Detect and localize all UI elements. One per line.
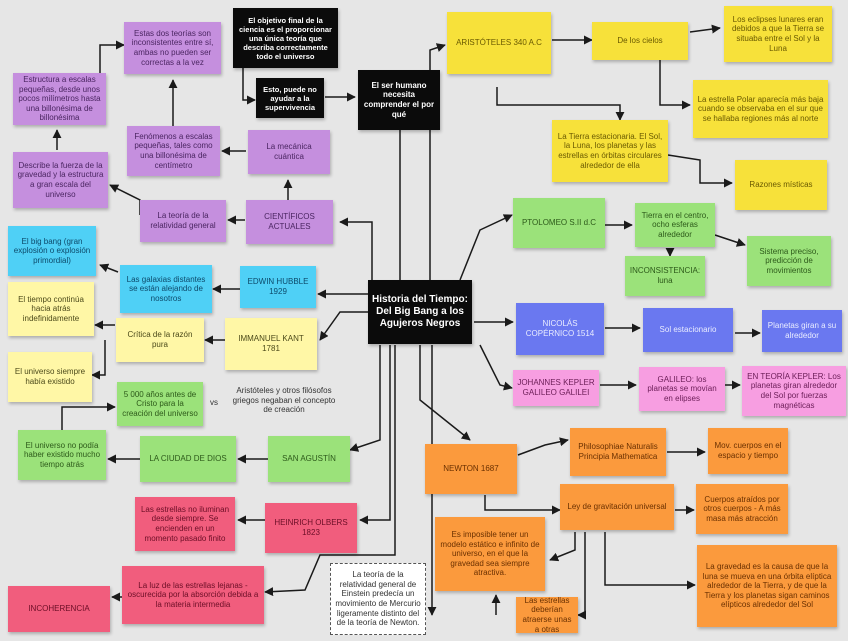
- note-kant[interactable]: IMMANUEL KANT 1781: [225, 318, 317, 370]
- arrow-center-to-olbers: [359, 345, 391, 525]
- note-estas-teorias[interactable]: Estas dos teorías son inconsistentes ent…: [124, 22, 221, 74]
- note-luz-estrellas[interactable]: La luz de las estrellas lejanas - oscure…: [122, 566, 264, 624]
- note-estrellas-iluminan[interactable]: Las estrellas no iluminan desde siempre.…: [135, 497, 235, 551]
- arrow-ley-to-estrellas-deberian: [577, 532, 587, 620]
- note-kepler[interactable]: JOHANNES KEPLER GALILEO GALILEI: [513, 370, 599, 406]
- arrow-ley-to-gravedad: [604, 532, 696, 590]
- note-copernico[interactable]: NICOLÁS COPÉRNICO 1514: [516, 303, 604, 355]
- note-newton[interactable]: NEWTON 1687: [425, 444, 517, 494]
- note-teoria-relatividad[interactable]: La teoría de la relatividad general: [140, 200, 226, 242]
- vs-label: vs: [210, 398, 218, 407]
- arrow-tierra-to-razones: [667, 154, 733, 188]
- note-estructura-pequena[interactable]: Estructura a escalas pequeñas, desde uno…: [13, 73, 106, 125]
- note-einstein[interactable]: La teoría de la relatividad general de E…: [330, 563, 426, 635]
- arrow-objetivo-to-puede: [242, 65, 256, 105]
- note-aristoteles-filosofos: Aristóteles y otros filósofos griegos ne…: [232, 386, 336, 415]
- note-teoria-kepler[interactable]: EN TEORÍA KEPLER: Los planetas giran alr…: [742, 366, 846, 416]
- note-ciudad-dios[interactable]: LA CIUDAD DE DIOS: [140, 436, 236, 482]
- note-sistema-preciso[interactable]: Sistema preciso, predicción de movimient…: [747, 236, 831, 286]
- arrow-center-to-newton: [419, 345, 471, 441]
- note-ptolomeo[interactable]: PTOLOMEO S.II d.C: [513, 198, 605, 248]
- note-incoherencia[interactable]: INCOHERENCIA: [8, 586, 110, 632]
- note-mov-cuerpos[interactable]: Mov. cuerpos en el espacio y tiempo: [708, 428, 788, 474]
- note-inconsistencia[interactable]: INCONSISTENCIA: luna: [625, 256, 705, 296]
- note-tiempo-continua[interactable]: El tiempo continúa hacia atrás indefinid…: [8, 282, 94, 336]
- note-fenomenos[interactable]: Fenómenos a escalas pequeñas, tales como…: [127, 126, 220, 176]
- central-topic[interactable]: Historia del Tiempo: Del Big Bang a los …: [368, 280, 472, 344]
- arrow-relatividad-to-describe: [109, 184, 141, 215]
- arrow-center-to-kepler: [479, 344, 513, 391]
- note-big-bang[interactable]: El big bang (gran explosión o explosión …: [8, 226, 96, 276]
- note-universo-no-podia[interactable]: El universo no podía haber existido much…: [18, 430, 106, 480]
- note-describe-gravedad[interactable]: Describe la fuerza de la gravedad y la e…: [13, 152, 108, 208]
- arrow-universo-no-to-anos: [61, 402, 116, 430]
- note-cientificos-actuales[interactable]: CIENTÍFICOS ACTUALES: [246, 200, 333, 244]
- arrow-galaxias-to-bigbang: [99, 263, 119, 273]
- arrow-newton-to-philosophiae: [517, 437, 569, 456]
- arrow-aristoteles-to-tierra: [496, 87, 625, 121]
- note-san-agustin[interactable]: SAN AGUSTÍN: [268, 436, 350, 482]
- note-sol-estacionario[interactable]: Sol estacionario: [643, 308, 733, 352]
- note-planetas-giran[interactable]: Planetas giran a su alrededor: [762, 310, 842, 352]
- note-galileo[interactable]: GALILEO: los planetas se movían en elips…: [639, 367, 725, 411]
- note-mecanica-cuantica[interactable]: La mecánica cuántica: [248, 130, 330, 174]
- note-aristoteles[interactable]: ARISTÓTELES 340 A.C: [447, 12, 551, 74]
- note-hubble[interactable]: EDWIN HUBBLE 1929: [240, 266, 316, 308]
- note-objetivo-final[interactable]: El objetivo final de la ciencia es el pr…: [233, 8, 338, 68]
- note-olbers[interactable]: HEINRICH OLBERS 1823: [265, 503, 357, 553]
- note-eclipses[interactable]: Los eclipses lunares eran debidos a que …: [724, 6, 832, 62]
- note-anos-creacion[interactable]: 5 000 años antes de Cristo para la creac…: [117, 382, 203, 426]
- note-estrella-polar[interactable]: La estrella Polar aparecía más baja cuan…: [693, 80, 828, 138]
- note-ser-humano[interactable]: El ser humano necesita comprender el por…: [358, 70, 440, 130]
- arrow-newton-to-ley: [484, 495, 561, 515]
- arrow-center-to-san-agustin: [349, 345, 381, 452]
- note-tierra-estacionaria[interactable]: La Tierra estacionaria. El Sol, la Luna,…: [552, 120, 668, 182]
- arrow-center-to-kant: [319, 311, 368, 341]
- note-imposible-modelo[interactable]: Es imposible tener un modelo estático e …: [435, 517, 545, 591]
- arrow-tierra-centro-to-sistema: [714, 234, 746, 247]
- note-gravedad-causa[interactable]: La gravedad es la causa de que la luna s…: [697, 545, 837, 627]
- arrow-cielos-to-eclipses: [689, 24, 721, 34]
- note-puede-no-ayudar[interactable]: Esto, puede no ayudar a la supervivencia: [256, 78, 324, 118]
- note-universo-siempre[interactable]: El universo siempre había existido: [8, 352, 92, 402]
- note-estrellas-deberian[interactable]: Las estrellas deberían atraerse unas a o…: [516, 597, 578, 633]
- note-critica-razon[interactable]: Crítica de la razón pura: [116, 318, 204, 362]
- note-ley-gravitacion[interactable]: Ley de gravitación universal: [560, 484, 674, 530]
- note-galaxias[interactable]: Las galaxias distantes se están alejando…: [120, 265, 212, 313]
- note-cuerpos-atraidos[interactable]: Cuerpos atraídos por otros cuerpos - A m…: [696, 484, 788, 534]
- arrow-critica-to-universo: [91, 340, 106, 380]
- note-de-los-cielos[interactable]: De los cielos: [592, 22, 688, 60]
- note-philosophiae[interactable]: Philosophiae Naturalis Principia Mathema…: [570, 428, 666, 476]
- note-razones-misticas[interactable]: Razones místicas: [735, 160, 827, 210]
- arrow-center-to-ptolomeo: [459, 214, 513, 281]
- arrow-estructura-to-estas: [80, 40, 125, 76]
- note-tierra-centro[interactable]: Tierra en el centro, ocho esferas alrede…: [635, 203, 715, 247]
- arrow-ley-to-imposible: [549, 532, 576, 562]
